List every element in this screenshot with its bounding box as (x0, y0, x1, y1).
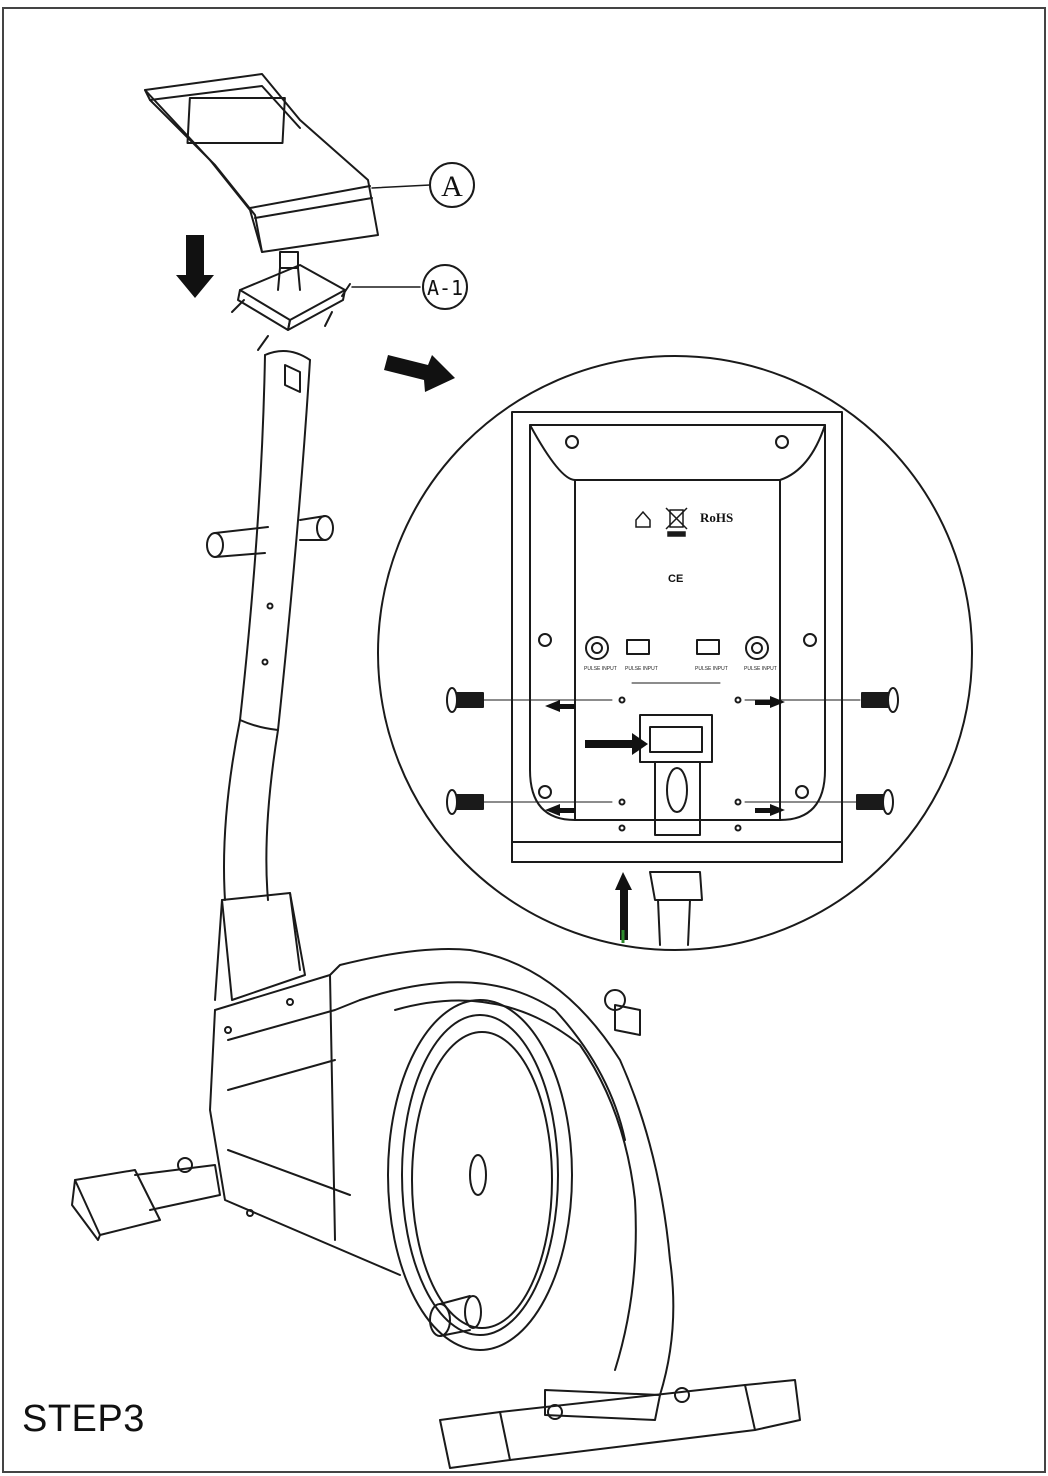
callout-a-label: A (441, 170, 463, 203)
screw-bottom-left (446, 789, 484, 815)
port-label-1: PULSE INPUT (584, 666, 617, 672)
arrow-left-small-lower-icon (545, 804, 575, 816)
arrow-into-socket-icon (585, 733, 648, 755)
ce-marking: CE (668, 573, 683, 585)
callout-a-circle (429, 162, 475, 208)
flywheel (387, 999, 573, 1351)
page-border (2, 7, 1046, 1473)
callout-a1-circle (422, 264, 468, 310)
front-stabilizer (439, 1379, 801, 1469)
rear-stabilizer (71, 1157, 221, 1241)
screw-top-right (861, 687, 899, 713)
bike-frame (209, 892, 675, 1421)
console-part-a (144, 73, 379, 253)
arrow-right-icon (384, 355, 455, 392)
house-icon (635, 510, 651, 528)
port-label-4: PULSE INPUT (744, 666, 777, 672)
upright-post (206, 350, 334, 901)
screw-top-left (446, 687, 484, 713)
mounting-bracket-a1 (231, 251, 351, 351)
arrow-right-small-icon (755, 696, 785, 708)
arrow-up-cable-icon (615, 872, 632, 940)
arrow-right-small-lower-icon (755, 804, 785, 816)
screw-bottom-right (856, 789, 894, 815)
crank-left (429, 1295, 482, 1337)
crank-right (604, 989, 641, 1036)
callout-a1-label: A-1 (427, 276, 463, 300)
weee-bin-icon (665, 507, 688, 537)
arrow-left-small-icon (545, 700, 575, 712)
arrow-down-icon (176, 235, 214, 298)
detail-magnifier (377, 355, 973, 951)
port-label-3: PULSE INPUT (695, 666, 728, 672)
port-label-2: PULSE INPUT (625, 666, 658, 672)
step-label: STEP3 (22, 1398, 145, 1440)
rohs-marking: RoHS (700, 510, 733, 525)
